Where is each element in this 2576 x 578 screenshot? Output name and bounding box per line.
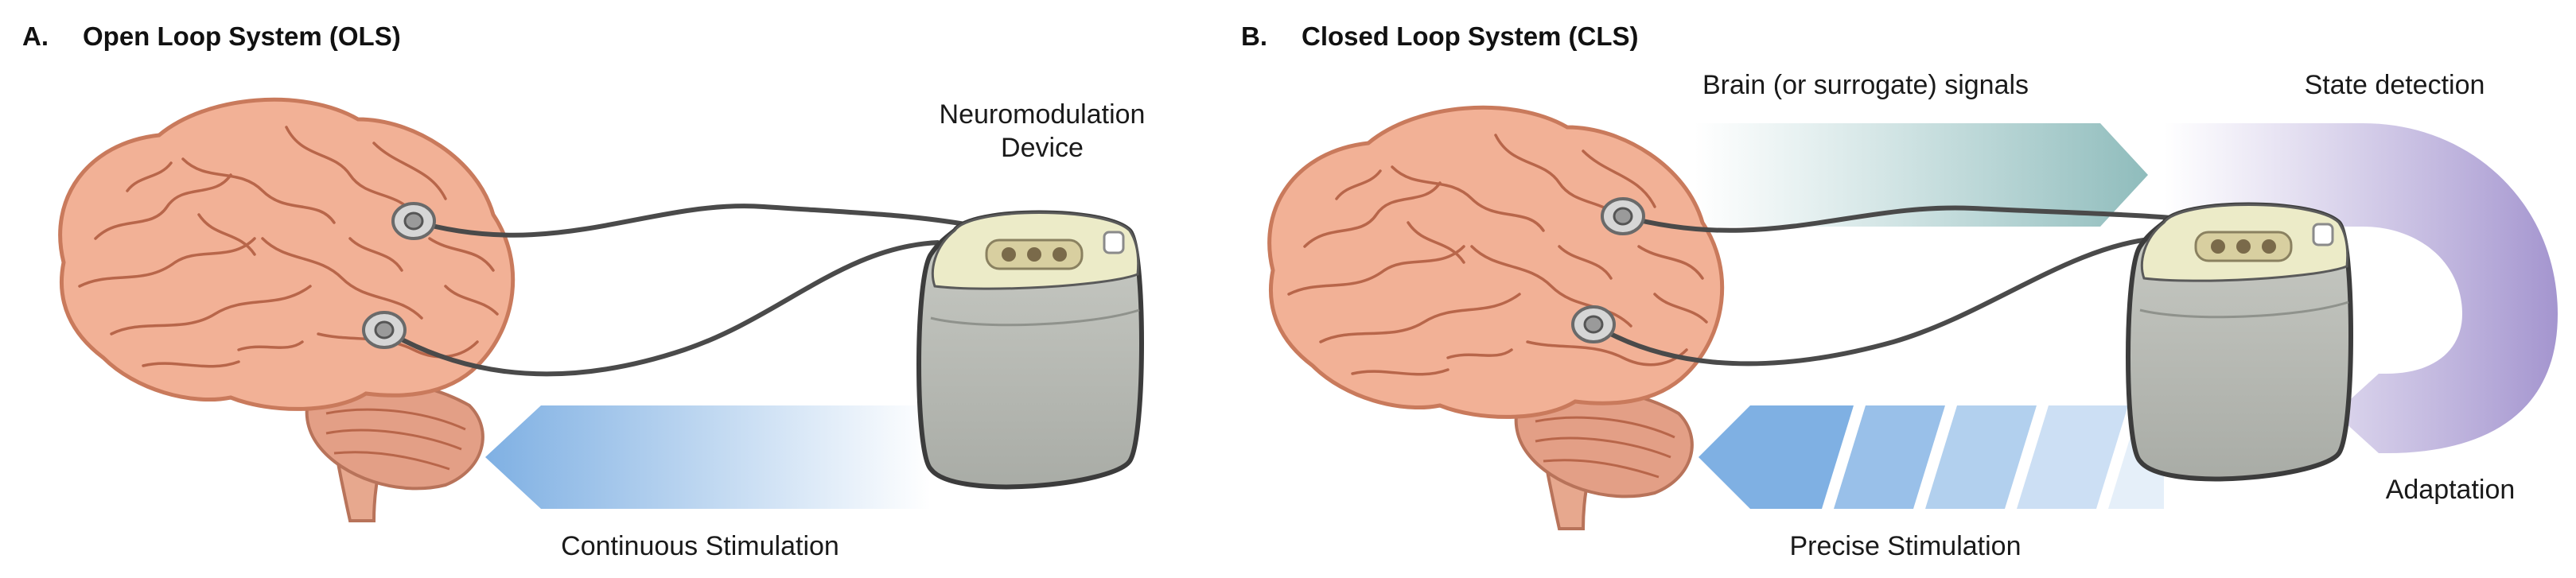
continuous-stimulation-arrow	[485, 405, 931, 509]
brain-signals-arrow	[1695, 123, 2148, 227]
adaptation-label: Adaptation	[2386, 475, 2516, 505]
continuous-stimulation-label: Continuous Stimulation	[561, 531, 839, 561]
panel-b: B. Closed Loop System (CLS) Brain (or su…	[1241, 21, 2558, 561]
electrode-icon	[391, 202, 436, 240]
precise-stimulation-arrow	[1699, 405, 2164, 509]
panel-a-title: Open Loop System (OLS)	[83, 21, 401, 51]
electrode-icon	[1601, 197, 1645, 235]
device-label-line1: Neuromodulation	[940, 99, 1146, 130]
panel-a: A. Open Loop System (OLS) Neuromodulatio…	[22, 21, 1145, 561]
panel-b-letter: B.	[1241, 21, 1267, 51]
brain-signals-label: Brain (or surrogate) signals	[1702, 70, 2029, 100]
wire-upper	[413, 204, 979, 238]
neuromodulation-device-icon	[919, 213, 1142, 487]
wire-lower	[383, 240, 940, 377]
wire-lower	[1592, 236, 2157, 367]
precise-stimulation-label: Precise Stimulation	[1789, 531, 2021, 561]
panel-b-title: Closed Loop System (CLS)	[1302, 21, 1639, 51]
electrode-icon	[362, 311, 407, 349]
neuromodulation-device-icon	[2128, 205, 2351, 479]
panel-a-letter: A.	[22, 21, 49, 51]
device-label-line2: Device	[1001, 133, 1084, 163]
state-detection-label: State detection	[2305, 70, 2485, 100]
wire-upper	[1622, 205, 2181, 233]
brain-icon	[1270, 107, 1722, 529]
brain-icon	[60, 99, 513, 521]
electrode-icon	[1571, 305, 1616, 343]
